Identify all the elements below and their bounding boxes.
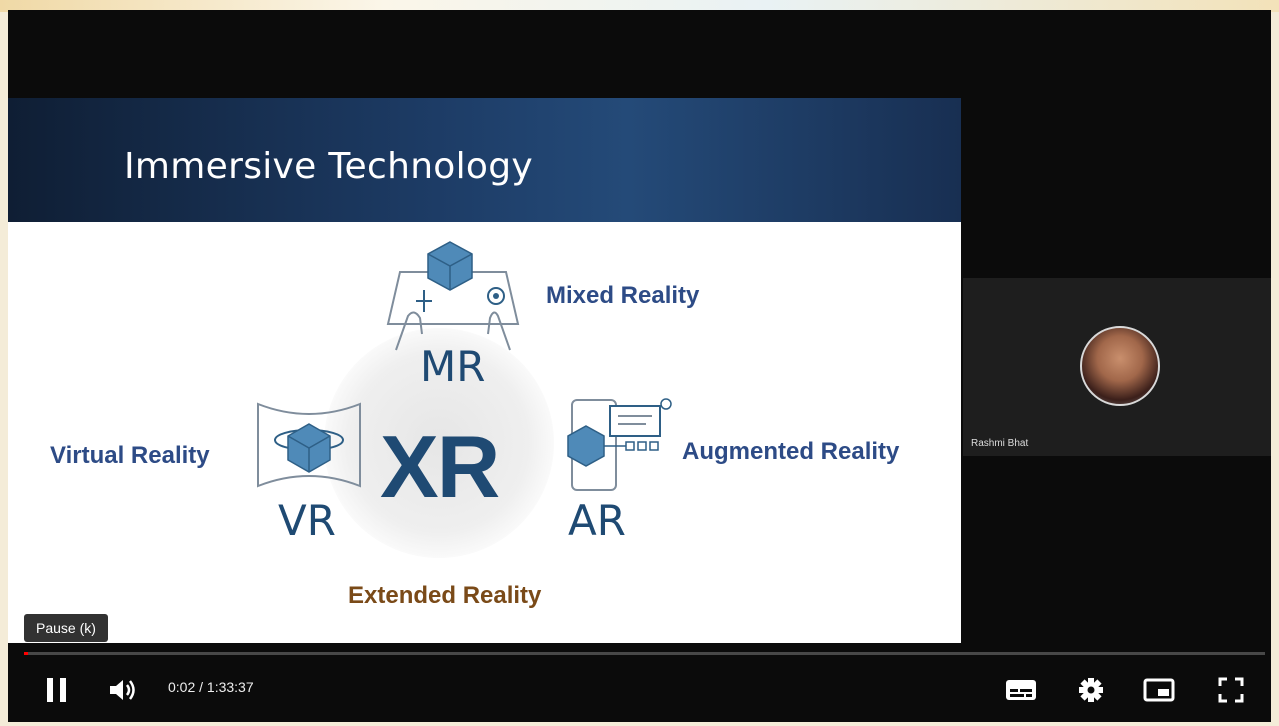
presentation-slide: Immersive Technology XR MR Mixed Reality… — [8, 98, 961, 643]
mixed-reality-icon — [386, 241, 520, 351]
video-player[interactable]: Immersive Technology XR MR Mixed Reality… — [8, 10, 1271, 722]
settings-icon — [1079, 678, 1103, 702]
virtual-reality-label: Virtual Reality — [50, 442, 210, 469]
augmented-reality-label: Augmented Reality — [682, 438, 900, 465]
mr-label: MR — [420, 342, 486, 391]
xr-glow — [324, 328, 554, 558]
participant-avatar — [1080, 326, 1160, 406]
player-controls: 0:02 / 1:33:37 — [8, 662, 1271, 718]
time-display: 0:02 / 1:33:37 — [168, 679, 254, 695]
miniplayer-icon — [1143, 678, 1175, 702]
miniplayer-button[interactable] — [1142, 676, 1176, 704]
virtual-reality-icon — [257, 402, 361, 488]
subtitles-button[interactable] — [1004, 676, 1038, 704]
slide-title: Immersive Technology — [124, 146, 534, 187]
mute-button[interactable] — [106, 676, 140, 704]
pause-tooltip: Pause (k) — [24, 614, 108, 642]
progress-bar[interactable] — [24, 652, 1265, 655]
augmented-reality-icon — [567, 398, 672, 491]
xr-label: XR — [380, 417, 500, 516]
extended-reality-label: Extended Reality — [348, 582, 542, 609]
fullscreen-icon — [1218, 677, 1244, 703]
volume-icon — [110, 680, 135, 700]
participant-name: Rashmi Bhat — [971, 438, 1029, 449]
slide-header: Immersive Technology — [8, 98, 961, 222]
pause-button[interactable] — [44, 676, 72, 704]
settings-button[interactable] — [1076, 676, 1106, 704]
ar-label: AR — [568, 496, 626, 545]
subtitles-icon — [1006, 680, 1036, 700]
mixed-reality-label: Mixed Reality — [546, 282, 700, 309]
participant-camera: Rashmi Bhat — [963, 278, 1271, 456]
page-background — [0, 0, 1279, 12]
pause-icon — [47, 678, 66, 702]
vr-label: VR — [278, 496, 336, 545]
progress-fill — [24, 652, 28, 655]
fullscreen-button[interactable] — [1216, 676, 1246, 704]
